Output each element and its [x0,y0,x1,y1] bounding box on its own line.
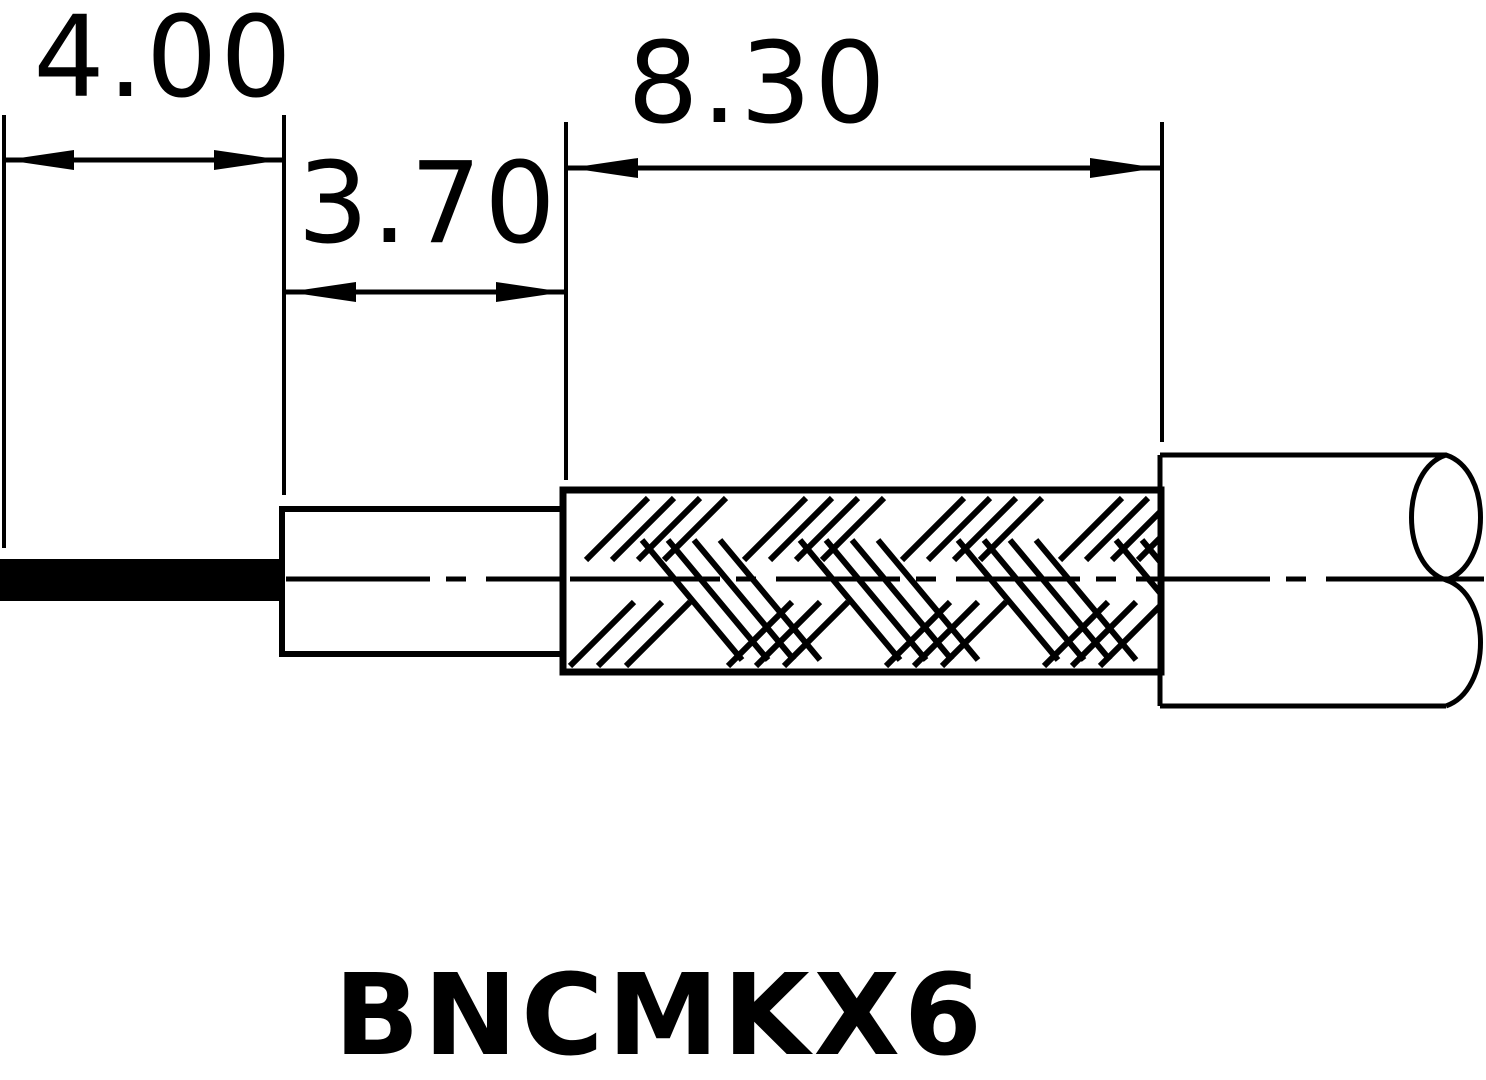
dimension-dielectric-length: 3.70 [286,139,566,302]
dimension-pin-length: 4.00 [4,0,294,170]
extension-lines [2,115,1164,548]
part-number: BNCMKX6 [334,951,986,1080]
dimension-label-pin: 4.00 [33,0,294,123]
dimension-label-braid: 8.30 [627,19,888,149]
dimension-braid-length: 8.30 [568,19,1160,178]
dimension-label-dielectric: 3.70 [297,139,558,269]
center-conductor [0,559,283,601]
